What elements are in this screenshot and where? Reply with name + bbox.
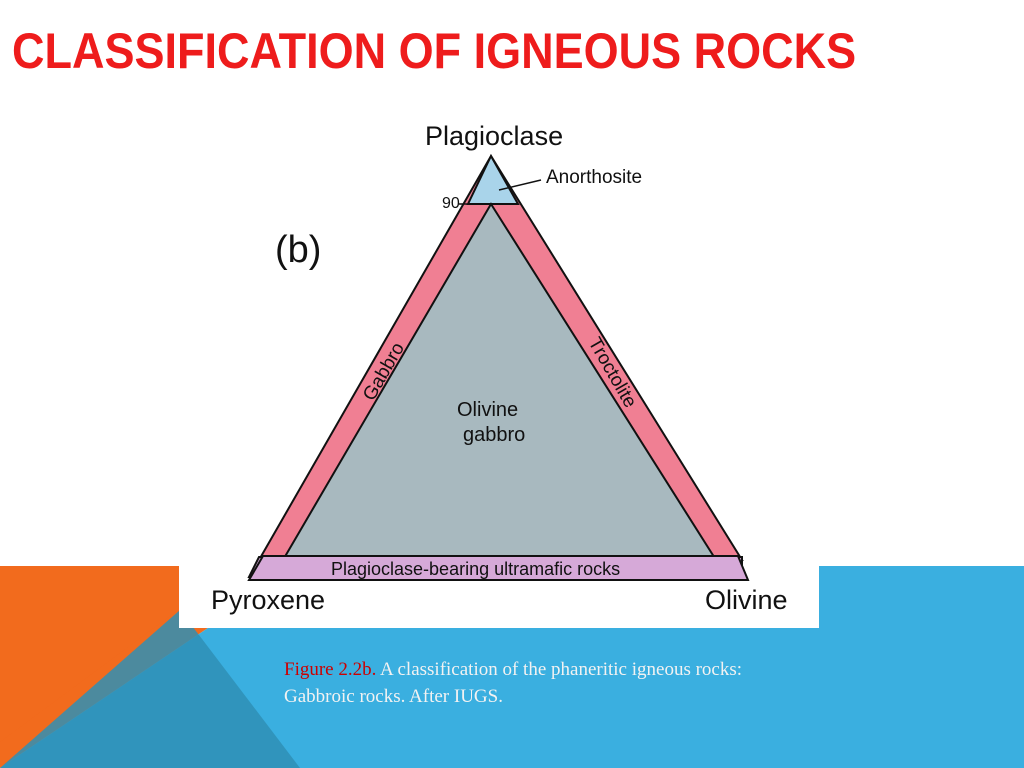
caption-label: Figure 2.2b. — [284, 659, 377, 680]
label-tick-90: 90 — [442, 195, 460, 212]
label-olivine: Olivine — [705, 585, 788, 615]
anorthosite-field — [466, 153, 520, 205]
label-olivine-gabbro-1: Olivine — [457, 399, 518, 421]
figure-caption: Figure 2.2b. A classification of the pha… — [284, 656, 744, 710]
caption-text: A classification of the phaneritic igneo… — [284, 659, 743, 707]
label-plagioclase: Plagioclase — [425, 121, 563, 151]
ultramafic-band — [247, 555, 750, 581]
anorthosite-leader-line — [498, 179, 542, 191]
olivine-gabbro-field — [281, 202, 718, 561]
ternary-diagram: Plagioclase Anorthosite 90 (b) Gabbro Tr… — [211, 121, 788, 615]
slide-title: CLASSIFICATION OF IGNEOUS ROCKS — [12, 23, 857, 79]
label-anorthosite: Anorthosite — [546, 167, 642, 188]
figure-panel: Plagioclase Anorthosite 90 (b) Gabbro Tr… — [179, 100, 819, 628]
panel-label-b: (b) — [275, 229, 321, 271]
label-pyroxene: Pyroxene — [211, 585, 325, 615]
orange-overlay-shape — [0, 566, 178, 742]
label-olivine-gabbro-2: gabbro — [463, 424, 525, 446]
label-ultramafic: Plagioclase-bearing ultramafic rocks — [331, 559, 620, 579]
dark-blue-wedge-shape — [0, 610, 300, 768]
